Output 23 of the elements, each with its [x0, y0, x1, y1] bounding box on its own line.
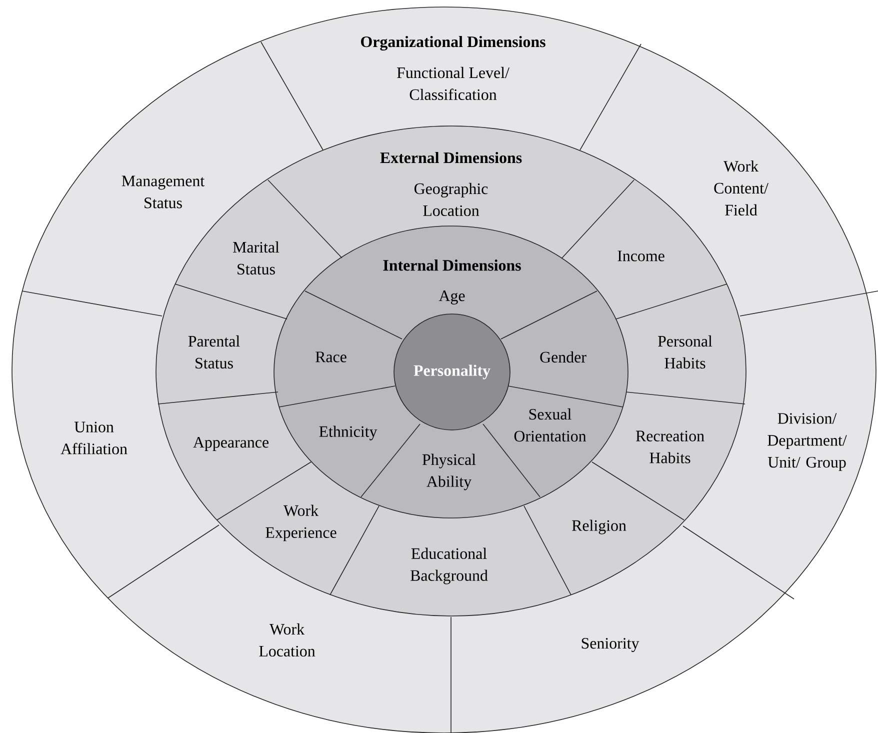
segment-label: Appearance: [193, 437, 268, 451]
segment-label: Gender: [540, 351, 586, 363]
segment-label: Union Affiliation: [60, 422, 128, 454]
segment-label: Religion: [572, 520, 626, 534]
segment-label: Marital Status: [233, 241, 280, 275]
segment-label: External Dimensions Geographic Location: [380, 152, 522, 216]
segment-label: Sexual Orientation: [514, 408, 586, 442]
segment-label: Physical Ability: [422, 454, 476, 490]
segment-label: Parental Status: [188, 335, 240, 369]
segment-label: Recreation Habits: [636, 430, 704, 464]
segment-label: Seniority: [582, 638, 640, 652]
segment-label: Work Location: [259, 623, 316, 657]
segment-label: Personal Habits: [658, 335, 712, 369]
segment-label: Management Status: [122, 176, 205, 208]
segment-label: Division/ Department/ Unit/ Group: [768, 413, 847, 471]
segment-label: Race: [316, 352, 346, 362]
segment-label: Work Content/ Field: [714, 160, 768, 216]
segment-label: Internal Dimensions Age: [383, 260, 521, 304]
segment-label: Ethnicity: [319, 426, 378, 440]
segment-label: Work Experience: [266, 504, 336, 542]
segment-label: Organizational Dimensions Functional Level/ Classification: [361, 36, 546, 100]
segment-label: Income: [618, 250, 664, 262]
segment-label: Educational Background: [410, 548, 488, 584]
